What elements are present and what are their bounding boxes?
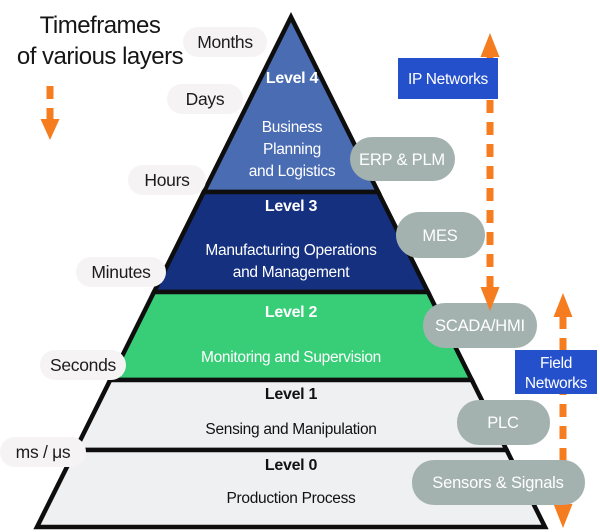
- level3-title: Level 3: [265, 198, 318, 215]
- timeframe-ms-us-text: ms / μs: [16, 442, 71, 462]
- timeframe-days-text: Days: [186, 89, 225, 109]
- system-pill-sensors-signals: Sensors & Signals: [412, 460, 585, 505]
- system-pill-plc: PLC: [457, 400, 550, 445]
- level2-desc-line1: Monitoring and Supervision: [201, 349, 381, 366]
- system-pill-scada-hmi: SCADA/HMI: [423, 303, 537, 348]
- ip-networks-text: IP Networks: [408, 71, 489, 88]
- timeframe-label-hours: Hours: [128, 165, 206, 195]
- level3-desc-line1: Manufacturing Operations: [205, 242, 377, 259]
- level4-desc-line2: Planning: [263, 141, 321, 158]
- system-mes-text: MES: [422, 227, 457, 245]
- level1-title: Level 1: [265, 386, 318, 403]
- timeframe-hours-text: Hours: [144, 170, 190, 190]
- level0-title: Level 0: [265, 457, 318, 474]
- timeframe-label-seconds: Seconds: [40, 350, 126, 380]
- timeframe-seconds-text: Seconds: [50, 355, 117, 375]
- field-networks-box: Field Networks: [515, 350, 597, 394]
- field-networks-text-line1: Field: [540, 355, 572, 372]
- timeframe-label-ms-us: ms / μs: [0, 437, 86, 467]
- ip-networks-box: IP Networks: [398, 58, 498, 99]
- level0-desc-line1: Production Process: [227, 490, 357, 507]
- timeframe-label-days: Days: [167, 84, 243, 114]
- system-sensors-signals-text: Sensors & Signals: [432, 474, 563, 492]
- system-pill-mes: MES: [396, 212, 485, 258]
- diagram-title-line1: Timeframes: [40, 12, 161, 39]
- system-scada-hmi-text: SCADA/HMI: [435, 317, 525, 335]
- ip-networks-arrow-icon: [480, 33, 500, 311]
- timeframe-months-text: Months: [197, 32, 253, 52]
- diagram-title-line2: of various layers: [17, 43, 184, 70]
- timeframe-direction-arrow-icon: [40, 86, 60, 140]
- level3-desc-line2: and Management: [233, 264, 350, 281]
- level4-desc-line3: and Logistics: [249, 163, 336, 180]
- level2-title: Level 2: [265, 304, 318, 321]
- timeframe-label-months: Months: [183, 27, 267, 57]
- timeframe-minutes-text: Minutes: [91, 262, 151, 282]
- level4-desc-line1: Business: [262, 119, 323, 136]
- system-plc-text: PLC: [487, 414, 519, 432]
- system-erp-plm-text: ERP & PLM: [359, 151, 445, 169]
- level1-desc-line1: Sensing and Manipulation: [205, 421, 376, 438]
- timeframe-label-minutes: Minutes: [76, 257, 166, 287]
- field-networks-text-line2: Networks: [525, 375, 588, 392]
- system-pill-erp-plm: ERP & PLM: [350, 137, 455, 181]
- level4-title: Level 4: [266, 70, 319, 87]
